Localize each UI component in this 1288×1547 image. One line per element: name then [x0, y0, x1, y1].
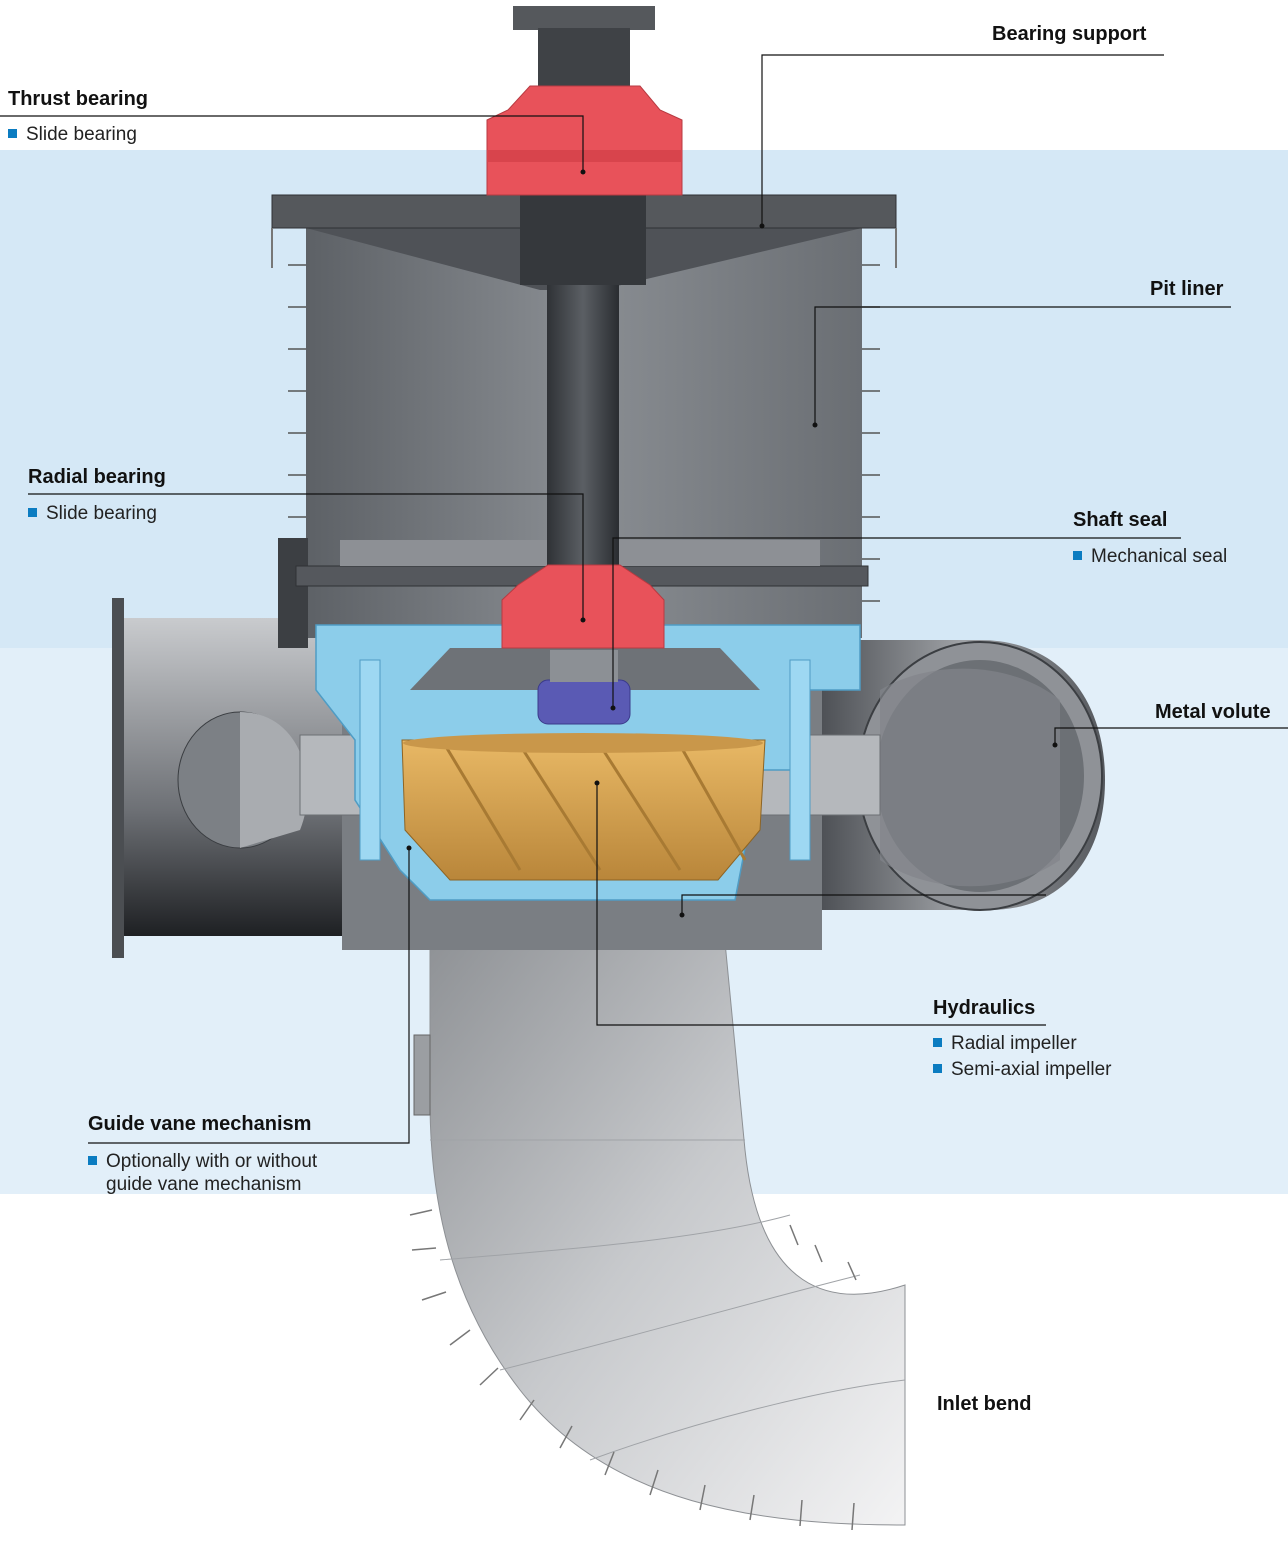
- inlet-bend-pipe: [409, 889, 906, 1531]
- guide-vane-label: Guide vane mechanism: [88, 1113, 312, 1135]
- bullet-icon: [933, 1064, 942, 1073]
- shaft-coupling-top: [513, 6, 655, 90]
- hydraulics-label: Hydraulics: [933, 997, 1036, 1019]
- leader-lines: [0, 54, 1288, 1144]
- bullet-icon: [28, 508, 37, 517]
- inlet-bend-label: Inlet bend: [937, 1393, 1032, 1415]
- metal-volute-label: Metal volute: [1155, 701, 1271, 723]
- impeller: [401, 733, 766, 881]
- hydraulics-item-semi-axial: Semi-axial impeller: [933, 1059, 1112, 1081]
- bullet-icon: [8, 129, 17, 138]
- bearing-support-label: Bearing support: [992, 23, 1147, 45]
- shaft-seal-item: Mechanical seal: [1073, 546, 1227, 568]
- shaft-seal: [537, 650, 631, 725]
- thrust-bearing-item: Slide bearing: [8, 124, 137, 146]
- metal-volute-right: [820, 640, 1105, 911]
- thrust-bearing-label: Thrust bearing: [8, 88, 149, 110]
- guide-vane-item-continued: guide vane mechanism: [106, 1174, 302, 1195]
- bullet-icon: [933, 1038, 942, 1047]
- guide-vane-item: Optionally with or without: [88, 1151, 317, 1173]
- hydraulics-item-radial: Radial impeller: [933, 1033, 1077, 1055]
- thrust-bearing-housing: [486, 85, 683, 196]
- bullet-icon: [1073, 551, 1082, 560]
- radial-bearing-item: Slide bearing: [28, 503, 157, 525]
- bullet-icon: [88, 1156, 97, 1165]
- shaft-seal-label: Shaft seal: [1073, 509, 1168, 531]
- radial-bearing-label: Radial bearing: [28, 466, 166, 488]
- pit-liner-label: Pit liner: [1150, 278, 1224, 300]
